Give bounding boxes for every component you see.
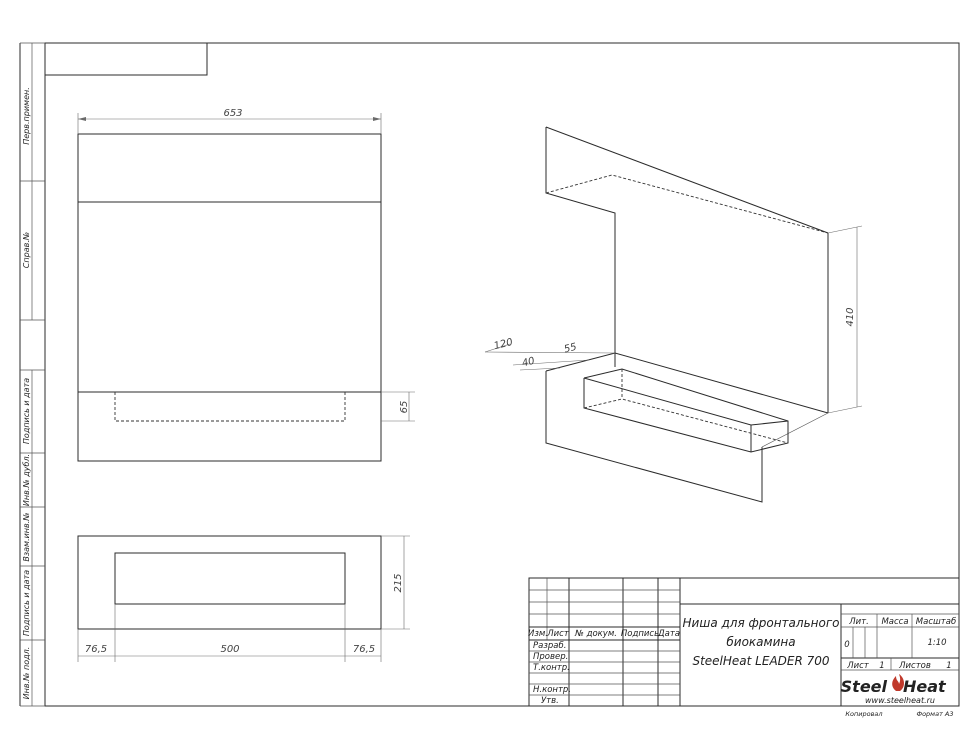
tb-sheets-value: 1 — [946, 661, 951, 671]
dim-iso-40: 40 — [521, 356, 536, 370]
dim-iso-120: 120 — [493, 337, 514, 352]
tb-tkontr: Т.контр. — [533, 663, 570, 673]
dim-top-mid: 500 — [220, 644, 239, 655]
side-label-inv-dubl: Инв.№ дубл. — [22, 454, 31, 506]
tb-masshtab-value: 1:10 — [927, 638, 946, 648]
tb-sheet-label: Лист — [846, 661, 870, 671]
logo-steel: Steel — [841, 677, 888, 696]
tb-col-data: Дата — [657, 629, 680, 639]
tb-lit-label: Лит. — [848, 617, 869, 627]
side-label-perv: Перв.примен. — [22, 87, 31, 145]
flame-icon — [892, 674, 905, 691]
isometric-view: 410 120 55 40 — [484, 126, 863, 503]
side-label-sprav: Справ.№ — [22, 232, 31, 268]
footer-format: Формат А3 — [916, 710, 953, 718]
tb-prover: Провер. — [533, 652, 568, 662]
dim-front-lower: 65 — [399, 401, 410, 414]
tb-massa-label: Масса — [881, 617, 908, 627]
logo-website: www.steelheat.ru — [865, 696, 935, 705]
dim-iso-height: 410 — [845, 307, 856, 326]
dim-front-width: 653 — [223, 108, 242, 119]
tb-title-line3: SteelHeat LEADER 700 — [692, 654, 829, 668]
tb-sheet-value: 1 — [879, 661, 884, 671]
side-stamp: Перв.примен. Справ.№ Подпись и дата Инв.… — [19, 42, 45, 707]
top-left-stamp-box — [44, 42, 208, 76]
tb-col-doc: № докум. — [574, 629, 617, 639]
tb-lit-value: 0 — [844, 640, 849, 650]
tb-col-izm: Изм. — [528, 629, 548, 639]
tb-col-podp: Подпись — [621, 629, 659, 639]
dim-top-depth: 215 — [393, 573, 404, 592]
steelheat-logo: Steel Heat www.steelheat.ru — [841, 674, 947, 705]
top-view: 215 76,5 500 76,5 — [77, 535, 410, 662]
tb-razrab: Разраб. — [533, 641, 566, 651]
footer-copied: Копировал — [845, 710, 882, 718]
front-view: 653 65 — [77, 108, 415, 462]
tb-sheets-label: Листов — [898, 661, 931, 671]
tb-nkontr: Н.контр. — [533, 685, 571, 695]
dim-top-right: 76,5 — [353, 644, 375, 655]
dim-iso-55: 55 — [563, 342, 578, 356]
tb-title-line2: биокамина — [726, 635, 795, 649]
logo-heat: Heat — [903, 677, 947, 696]
side-label-podp2: Подпись и дата — [22, 570, 31, 636]
tb-col-list: Лист — [546, 629, 570, 639]
dim-top-left: 76,5 — [85, 644, 107, 655]
title-block: Изм. Лист № докум. Подпись Дата Разраб. … — [528, 577, 960, 707]
side-label-inv-podl: Инв.№ подл. — [22, 647, 31, 700]
sheet-frame — [44, 42, 960, 707]
side-label-podp1: Подпись и дата — [22, 378, 31, 444]
side-label-vzam: Взам.инв.№ — [22, 512, 31, 561]
tb-title-line1: Ниша для фронтального — [683, 616, 840, 630]
tb-masshtab-label: Масштаб — [916, 617, 956, 627]
tb-utv: Утв. — [541, 696, 559, 706]
